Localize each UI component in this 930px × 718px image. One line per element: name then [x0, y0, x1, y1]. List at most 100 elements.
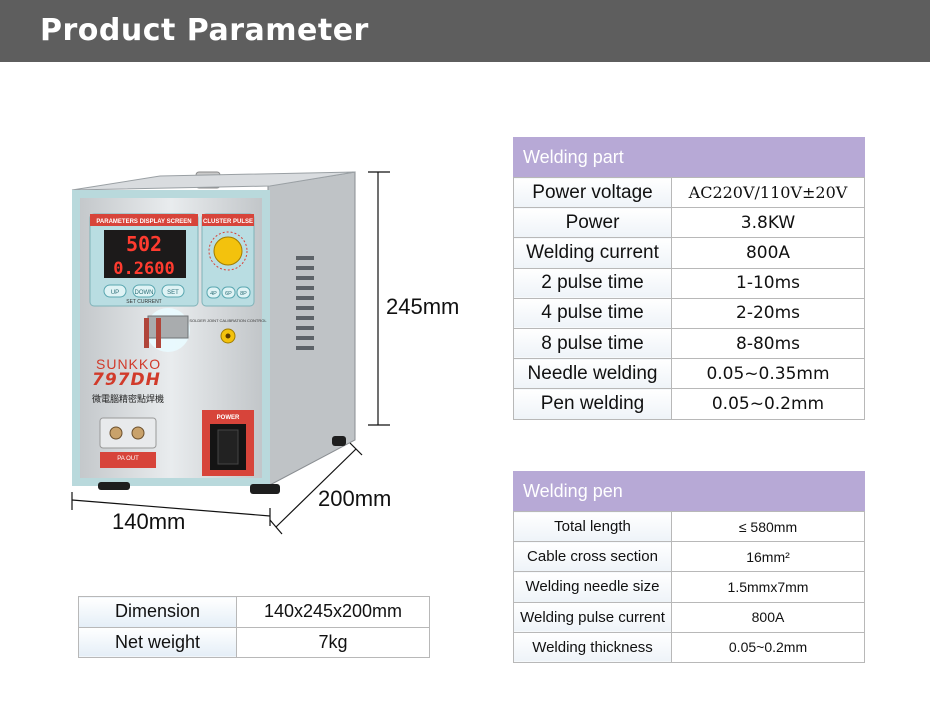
row-key: Welding pulse current [513, 601, 672, 633]
machine-illustration: PARAMETERS DISPLAY SCREEN 502 0.2600 UP … [0, 0, 459, 560]
weld-electrode-left [144, 318, 149, 348]
row-key: 8 pulse time [513, 327, 672, 360]
led-screen [104, 230, 186, 278]
row-key: Cable cross section [513, 541, 672, 573]
header-bar: Product Parameter [0, 0, 930, 62]
table-row: Total length≤ 580mm [513, 510, 865, 543]
row-key: Net weight [78, 626, 237, 658]
row-key: Dimension [78, 596, 237, 628]
down-button-label: DOWN [135, 290, 154, 296]
row-value: 0.05~0.35mm [671, 358, 865, 390]
width-dimension: 140mm [112, 509, 186, 534]
model-name: 797DH [92, 370, 161, 390]
chinese-name: 微電腦精密點焊機 [92, 393, 164, 405]
row-key: 4 pulse time [513, 297, 672, 329]
calibration-knob-center [225, 333, 231, 339]
foot-right [250, 484, 280, 494]
row-value: 0.05~0.2mm [671, 388, 865, 420]
pulse-6p-label: 6P [225, 291, 232, 297]
row-key: Welding thickness [513, 631, 672, 663]
row-key: Welding current [513, 237, 672, 269]
foot-left [98, 482, 130, 490]
pulse-4p-label: 4P [210, 291, 217, 297]
row-value: 7kg [236, 626, 430, 658]
pulse-title-bar [202, 214, 254, 226]
weld-head [147, 315, 189, 339]
display-buttons: UP DOWN SET [103, 284, 185, 298]
display-title-bar [90, 214, 198, 226]
output-panel [99, 417, 157, 449]
led-digits-bottom: 0.2600 [113, 259, 174, 279]
row-key: Power [513, 207, 672, 239]
pa-out-label: PA OUT [117, 456, 139, 462]
row-value: 8-80ms [671, 327, 865, 360]
row-value: ≤ 580mm [671, 510, 865, 543]
led-digits-top: 502 [126, 232, 162, 256]
row-value: 1.5mmx7mm [671, 571, 865, 603]
pulse-4p-button[interactable] [206, 286, 221, 299]
pulse-8p-button[interactable] [236, 286, 251, 299]
top-panel [71, 171, 356, 191]
set-button-label: SET [167, 290, 179, 296]
page-title: Product Parameter [40, 13, 369, 48]
row-value: 1-10ms [671, 267, 865, 299]
pa-out-plate [100, 452, 156, 468]
row-key: Total length [513, 510, 672, 543]
row-key: Needle welding [513, 358, 672, 390]
down-button[interactable] [132, 284, 156, 298]
vent-slots [296, 256, 314, 350]
dial-scale [208, 231, 248, 271]
display-title: PARAMETERS DISPLAY SCREEN [96, 219, 191, 225]
set-button[interactable] [161, 284, 185, 298]
depth-dimension: 200mm [318, 486, 392, 511]
up-button-label: UP [111, 290, 119, 296]
row-value: 140x245x200mm [236, 596, 430, 628]
power-label: POWER [217, 415, 240, 421]
foot-back [332, 436, 346, 446]
socket-left[interactable] [109, 426, 123, 440]
up-button[interactable] [103, 284, 127, 298]
height-dimension: 245mm [386, 294, 460, 319]
row-key: 2 pulse time [513, 267, 672, 299]
dimension-lines [71, 171, 390, 535]
brand-logo: SUNKKO [96, 356, 162, 372]
row-key: Welding needle size [513, 571, 672, 603]
set-current-label: SET CURRENT [126, 299, 161, 305]
row-value: 3.8KW [671, 207, 865, 239]
row-value: 16mm² [671, 541, 865, 573]
pulse-8p-label: 8P [240, 291, 247, 297]
row-key: Pen welding [513, 388, 672, 420]
socket-right[interactable] [131, 426, 145, 440]
pulse-6p-button[interactable] [221, 286, 236, 299]
power-rocker [217, 429, 239, 465]
machine-drawing: PARAMETERS DISPLAY SCREEN 502 0.2600 UP … [71, 171, 390, 535]
row-value: AC220V/110V±20V [671, 176, 865, 209]
row-key: Power voltage [513, 176, 672, 209]
row-value: 2-20ms [671, 297, 865, 329]
pulse-title: CLUSTER PULSE [203, 219, 253, 225]
row-value: 0.05~0.2mm [671, 631, 865, 663]
welding-pen-header: Welding pen [513, 471, 865, 511]
solder-label: SOLDER JOINT CALIBRATION CONTROL [189, 318, 267, 323]
welding-part-header: Welding part [513, 137, 865, 177]
current-dial[interactable] [213, 236, 243, 266]
row-value: 800A [671, 601, 865, 633]
weld-electrode-right [156, 318, 161, 348]
